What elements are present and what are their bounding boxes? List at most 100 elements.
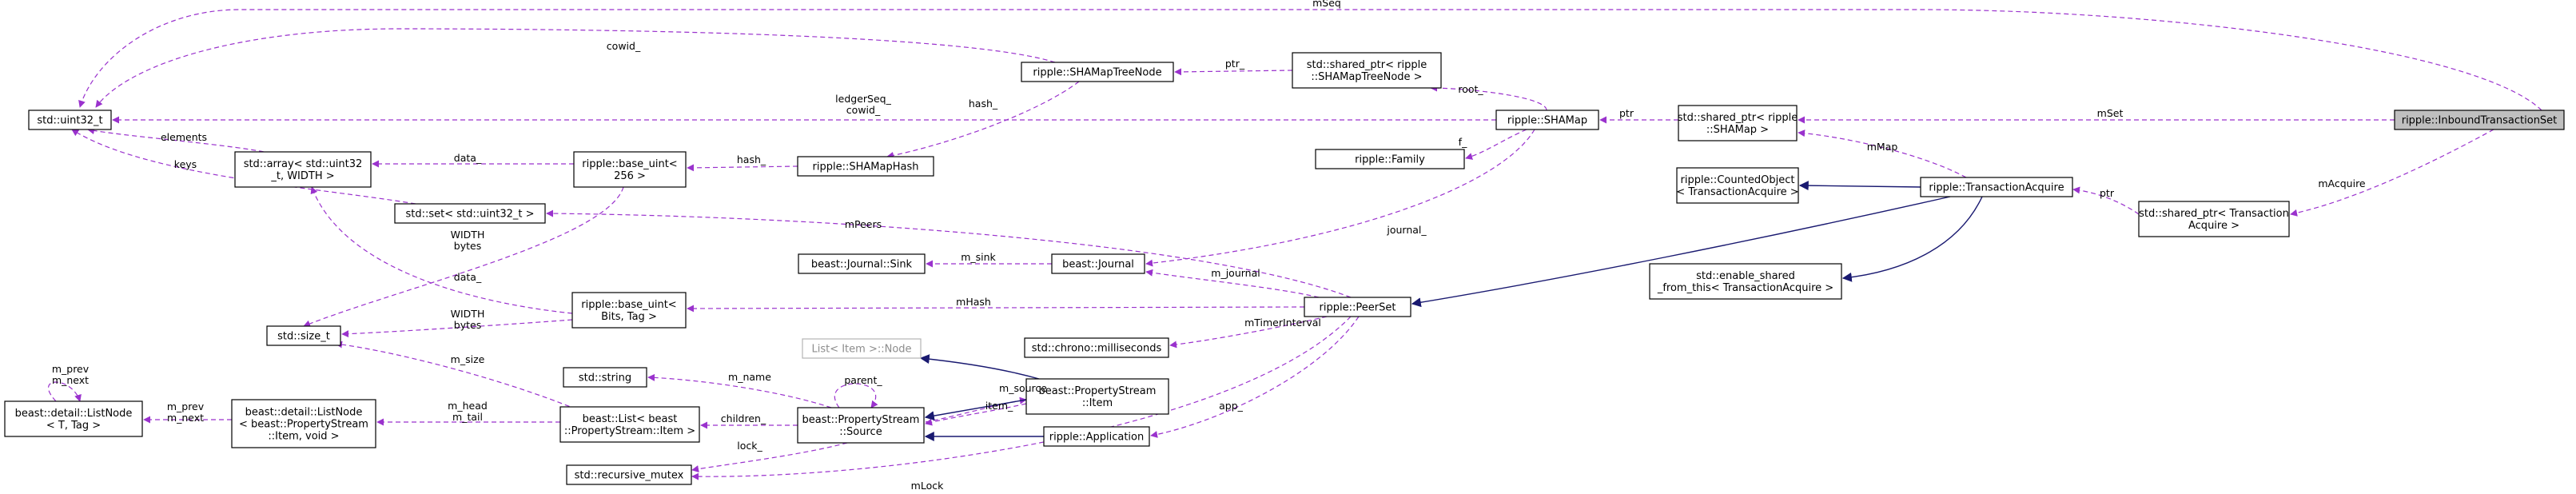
- node-label: std::shared_ptr< ripple: [1678, 112, 1798, 124]
- node-label: ::SHAMap >: [1706, 124, 1769, 136]
- edge-label-line: WIDTH: [451, 229, 485, 241]
- edge-root: [1430, 84, 1547, 111]
- edge-label-line: m_name: [728, 371, 771, 383]
- edge-label-line: m_head: [448, 400, 488, 412]
- edge-keys: [71, 129, 416, 205]
- node-base-uint-bits[interactable]: ripple::base_uint<Bits, Tag >: [571, 292, 687, 329]
- node-label: ::Item: [1082, 397, 1113, 409]
- edge-label-line: app_: [1219, 400, 1244, 412]
- edge-label-line: hash_: [969, 98, 998, 110]
- node-detail-list-node[interactable]: beast::detail::ListNode< T, Tag >: [4, 400, 143, 437]
- node-ps-item[interactable]: beast::PropertyStream::Item: [1025, 378, 1169, 415]
- node-box: [1495, 110, 1599, 130]
- node-shamap[interactable]: ripple::SHAMap: [1495, 110, 1599, 130]
- edge-label-line: lock_: [737, 440, 762, 452]
- node-inbound[interactable]: ripple::InboundTransactionSet: [2394, 110, 2565, 130]
- node-box: [266, 325, 341, 346]
- edge-macquire: [2290, 129, 2494, 217]
- edge-label-line: ledgerSeq_: [835, 93, 891, 105]
- node-box: [1292, 52, 1442, 89]
- edge-width-bytes-1: [303, 186, 624, 328]
- node-box: [1649, 263, 1842, 300]
- node-label: std::uint32_t: [37, 115, 102, 127]
- node-box: [566, 464, 692, 485]
- edge-cowid-tree: [95, 28, 1056, 108]
- node-list-node-tmpl[interactable]: List< Item >::Node: [802, 338, 922, 359]
- node-std-string[interactable]: std::string: [563, 367, 647, 388]
- edge-label-ptr-tx: ptr: [2100, 187, 2115, 199]
- node-label: std::shared_ptr< Transaction: [2139, 208, 2289, 220]
- edge-label-line: item_: [985, 400, 1013, 412]
- edge-label-mpeers: mPeers: [845, 218, 882, 230]
- node-box: [797, 156, 934, 177]
- edge-label-line: ptr: [1619, 107, 1634, 119]
- edge-label-mtimer: mTimerInterval: [1244, 317, 1321, 329]
- edge-label-macquire: mAcquire: [2318, 177, 2366, 189]
- nodes: ripple::InboundTransactionSet std::uint32…: [4, 52, 2565, 485]
- node-label: List< Item >::Node: [811, 344, 911, 356]
- node-label: ripple::InboundTransactionSet: [2402, 115, 2558, 127]
- node-label: beast::PropertyStream: [1039, 385, 1157, 397]
- node-box: [394, 203, 546, 224]
- node-sp-tx-acquire[interactable]: std::shared_ptr< TransactionAcquire >: [2138, 201, 2290, 237]
- node-box: [1021, 62, 1174, 82]
- edge-label-line: hash_: [737, 153, 766, 165]
- node-application[interactable]: ripple::Application: [1043, 426, 1150, 447]
- node-shamap-hash[interactable]: ripple::SHAMapHash: [797, 156, 934, 177]
- edge-label-data-arr: data_: [454, 152, 482, 164]
- edge-label-children: children_: [721, 412, 766, 424]
- node-counted-object[interactable]: ripple::CountedObject< TransactionAcquir…: [1676, 167, 1799, 204]
- edge-label-ledgerseq: ledgerSeq_cowid_: [835, 93, 891, 116]
- node-transaction-acquire[interactable]: ripple::TransactionAcquire: [1920, 177, 2073, 197]
- node-shamap-tree-node[interactable]: ripple::SHAMapTreeNode: [1021, 62, 1174, 82]
- node-label: std::enable_shared: [1696, 270, 1795, 282]
- edge-mname: [647, 373, 832, 408]
- node-std-set[interactable]: std::set< std::uint32_t >: [394, 203, 546, 224]
- edge-label-line: m_next: [167, 412, 204, 424]
- node-list-ps-item[interactable]: beast::List< beast::PropertyStream::Item…: [559, 406, 700, 443]
- node-journal-sink[interactable]: beast::Journal::Sink: [798, 253, 926, 274]
- edge-hash-hash: [687, 164, 798, 172]
- edge-app: [1150, 316, 1360, 438]
- edge-label-parent: parent_: [844, 374, 882, 386]
- edge-label-line: m_tail: [452, 411, 483, 423]
- node-box: [1678, 105, 1798, 141]
- edge-msource: [925, 396, 1027, 423]
- node-label: std::array< std::uint32: [244, 158, 363, 170]
- node-label: beast::Journal::Sink: [811, 259, 913, 271]
- node-size-t[interactable]: std::size_t: [266, 325, 341, 346]
- node-enable-shared[interactable]: std::enable_shared_from_this< Transactio…: [1649, 263, 1842, 300]
- node-sp-tree-node[interactable]: std::shared_ptr< ripple::SHAMapTreeNode …: [1292, 52, 1442, 89]
- node-ps-source[interactable]: beast::PropertyStream::Source: [797, 407, 925, 444]
- node-milliseconds[interactable]: std::chrono::milliseconds: [1024, 337, 1169, 358]
- node-peerset[interactable]: ripple::PeerSet: [1304, 297, 1411, 317]
- edge-labels: mSeqcowid_ptr_root_ledgerSeq_cowid_hash_…: [52, 0, 2366, 492]
- edge-label-line: parent_: [844, 374, 882, 386]
- edge-label-f: f_: [1459, 136, 1467, 148]
- node-label: ripple::PeerSet: [1320, 302, 1396, 314]
- edge-hash-tree: [886, 81, 1080, 159]
- node-std-array[interactable]: std::array< std::uint32_t, WIDTH >: [234, 151, 372, 188]
- node-box: [571, 292, 687, 329]
- edge-msize: [335, 341, 592, 416]
- node-box: [1051, 253, 1145, 274]
- node-recursive-mutex[interactable]: std::recursive_mutex: [566, 464, 692, 485]
- edge-label-msource: m_source: [999, 382, 1047, 394]
- node-base-uint-256[interactable]: ripple::base_uint<256 >: [573, 151, 687, 188]
- node-sp-shamap[interactable]: std::shared_ptr< ripple::SHAMap >: [1678, 105, 1798, 141]
- node-uint32[interactable]: std::uint32_t: [28, 110, 112, 130]
- node-journal[interactable]: beast::Journal: [1051, 253, 1145, 274]
- node-box: [563, 367, 647, 388]
- edge-label-lock: lock_: [737, 440, 762, 452]
- node-family[interactable]: ripple::Family: [1315, 149, 1465, 169]
- edge-label-root: root_: [1458, 83, 1483, 95]
- edge-mtimer: [1169, 316, 1328, 349]
- node-label: beast::Journal: [1062, 259, 1134, 271]
- edge-mmap: [1798, 129, 1967, 178]
- edge-label-line: m_size: [451, 353, 485, 365]
- edge-inherit-peerset: [1411, 196, 1951, 308]
- node-list-node-item[interactable]: beast::detail::ListNode< beast::Property…: [231, 399, 376, 448]
- edge-label-ptr-shamap: ptr: [1619, 107, 1634, 119]
- node-label: ripple::CountedObject: [1680, 174, 1794, 186]
